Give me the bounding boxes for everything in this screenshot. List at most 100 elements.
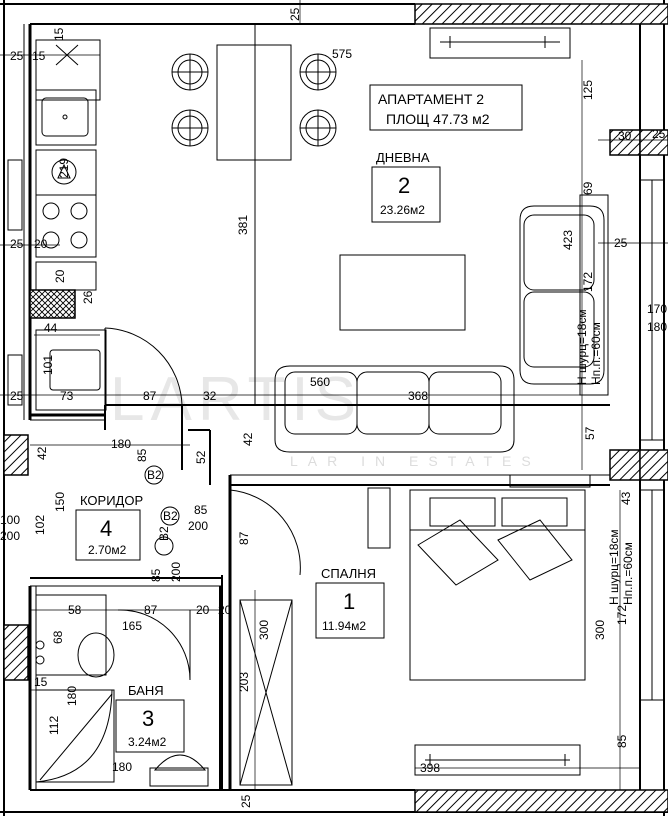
svg-text:25: 25 (239, 794, 253, 808)
svg-text:25: 25 (288, 7, 302, 21)
svg-text:560: 560 (310, 375, 330, 389)
room-number: 3 (142, 706, 154, 731)
svg-text:200: 200 (0, 529, 20, 543)
svg-text:180: 180 (112, 760, 132, 774)
svg-text:203: 203 (237, 672, 251, 692)
chair (171, 109, 209, 147)
windows (7, 27, 665, 776)
room-name: КОРИДОР (80, 493, 143, 508)
svg-text:112: 112 (47, 716, 61, 735)
room-corridor: КОРИДОР 4 2.70м2 (75, 493, 143, 561)
svg-text:44: 44 (44, 321, 58, 335)
room-number: 4 (100, 516, 112, 541)
svg-text:Н шурц=18см: Н шурц=18см (575, 309, 589, 385)
svg-text:25: 25 (652, 127, 666, 141)
dimension-lines (0, 0, 668, 790)
door-tag: B2 (163, 509, 178, 523)
svg-text:85: 85 (149, 568, 163, 582)
svg-text:101: 101 (41, 355, 55, 375)
svg-text:85: 85 (194, 503, 208, 517)
svg-text:172: 172 (581, 272, 595, 292)
svg-text:85: 85 (135, 448, 149, 462)
svg-text:25: 25 (10, 49, 24, 63)
svg-text:68: 68 (51, 630, 65, 644)
bath-furniture (35, 594, 209, 787)
svg-text:300: 300 (257, 620, 271, 640)
svg-text:20: 20 (196, 603, 210, 617)
svg-text:32: 32 (203, 389, 217, 403)
svg-text:69: 69 (581, 181, 595, 195)
svg-text:180: 180 (647, 320, 667, 334)
door-tag: B2 (147, 468, 162, 482)
svg-text:52: 52 (194, 450, 208, 464)
svg-text:575: 575 (332, 47, 352, 61)
dining-set (171, 44, 337, 161)
room-area: 11.94м2 (322, 619, 366, 633)
apartment-label: АПАРТАМЕНТ 2 ПЛОЩ 47.73 м2 (369, 84, 523, 131)
apartment-area: ПЛОЩ 47.73 м2 (386, 111, 490, 127)
svg-text:300: 300 (593, 620, 607, 640)
room-number: 1 (343, 589, 355, 614)
svg-text:85: 85 (615, 734, 629, 748)
watermark-sub: LAR IN ESTATES (290, 453, 541, 469)
svg-text:125: 125 (581, 80, 595, 100)
svg-text:200: 200 (169, 562, 183, 582)
door-tag: B2 (157, 526, 171, 541)
dimension-labels: 25 15 25 15 575 125 30 25 69 423 25 172 … (0, 7, 667, 808)
svg-text:398: 398 (420, 761, 440, 775)
svg-text:423: 423 (561, 230, 575, 250)
room-number: 2 (398, 173, 410, 198)
svg-text:170: 170 (647, 302, 667, 316)
svg-text:20: 20 (34, 237, 48, 251)
kitchen (35, 39, 107, 411)
room-living: ДНЕВНА 2 23.26м2 (371, 150, 441, 223)
svg-text:20: 20 (218, 603, 232, 617)
chair (299, 53, 337, 91)
living-furniture (274, 194, 609, 453)
svg-text:100: 100 (0, 513, 20, 527)
svg-text:219: 219 (57, 158, 71, 178)
window-notes: Н шурц=18см Нп.п.=60см Н шурц=18см Нп.п.… (575, 309, 635, 605)
svg-text:25: 25 (10, 237, 24, 251)
room-area: 23.26м2 (380, 203, 425, 217)
watermark: LARTIS LAR IN ESTATES (110, 365, 541, 469)
watermark-main: LARTIS (110, 365, 362, 434)
svg-text:73: 73 (60, 389, 74, 403)
room-name: ДНЕВНА (376, 150, 430, 165)
svg-text:15: 15 (32, 49, 46, 63)
svg-text:381: 381 (236, 215, 250, 235)
svg-text:102: 102 (33, 515, 47, 535)
svg-text:165: 165 (122, 619, 142, 633)
room-name: СПАЛНЯ (321, 566, 376, 581)
svg-text:200: 200 (188, 519, 208, 533)
hatched-walls (3, 3, 668, 813)
svg-text:150: 150 (53, 492, 67, 512)
room-name: БАНЯ (128, 683, 164, 698)
svg-text:42: 42 (35, 446, 49, 460)
apartment-name: АПАРТАМЕНТ 2 (378, 91, 484, 107)
svg-text:26: 26 (81, 290, 95, 304)
svg-text:15: 15 (34, 675, 48, 689)
svg-text:15: 15 (52, 27, 66, 41)
svg-text:25: 25 (10, 389, 24, 403)
svg-text:30: 30 (618, 129, 632, 143)
svg-text:87: 87 (144, 603, 158, 617)
chair (171, 53, 209, 91)
svg-text:20: 20 (53, 269, 67, 283)
door-tags: B2 B2 85 200 B2 (144, 465, 208, 556)
svg-text:87: 87 (143, 389, 157, 403)
svg-text:Н шурц=18см: Н шурц=18см (607, 529, 621, 605)
svg-text:172: 172 (615, 605, 629, 625)
svg-text:Нп.п.=60см: Нп.п.=60см (589, 322, 603, 385)
svg-text:25: 25 (614, 236, 628, 250)
svg-text:43: 43 (619, 491, 633, 505)
bedroom-furniture (239, 474, 591, 786)
svg-text:180: 180 (65, 686, 79, 706)
svg-text:368: 368 (408, 389, 428, 403)
room-bath: БАНЯ 3 3.24м2 (115, 683, 185, 753)
svg-text:Нп.п.=60см: Нп.п.=60см (621, 542, 635, 605)
svg-text:87: 87 (237, 531, 251, 545)
svg-text:42: 42 (241, 432, 255, 446)
room-area: 3.24м2 (128, 735, 167, 749)
